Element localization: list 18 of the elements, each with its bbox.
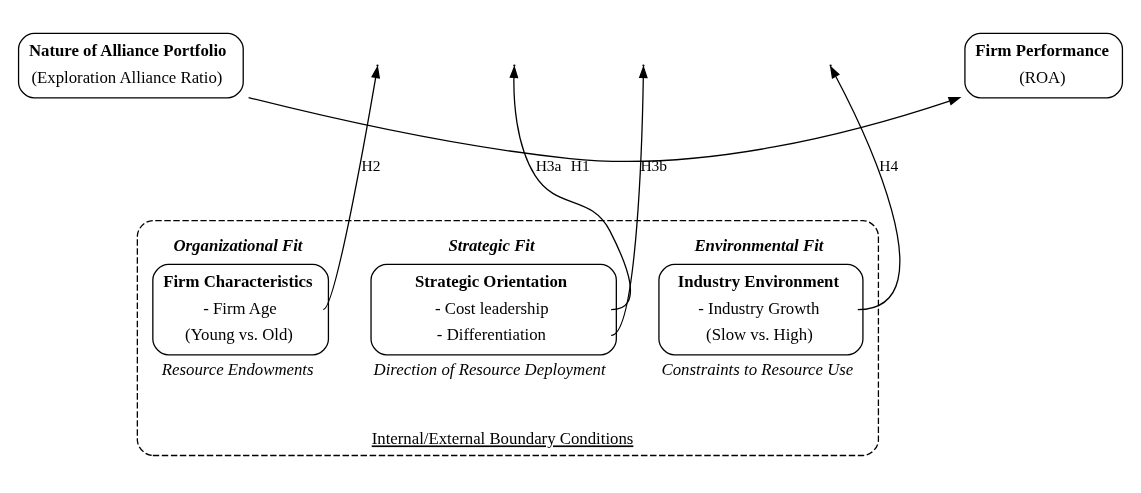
edge-label: H2 <box>361 156 381 174</box>
node-label: Environmental Fit <box>694 235 824 255</box>
edge-label: H3b <box>640 156 668 174</box>
node-box: Strategic Orientation - Cost leadership - Differentiation <box>370 263 617 355</box>
node-label: Constraints to Resource Use <box>661 359 854 379</box>
arrow <box>322 64 381 310</box>
node-label: Direction of Resource Deployment <box>373 359 606 379</box>
node-box: Industry Environment - Industry Growth (Slow vs. High) <box>658 263 864 355</box>
node-box: Firm Characteristics - Firm Age (Young vs. Old) <box>152 263 330 355</box>
edge-label: H1 <box>570 156 590 174</box>
node-box: Firm Performance (ROA) <box>964 32 1124 99</box>
edge-label: H4 <box>879 156 899 174</box>
node-box: Nature of Alliance Portfolio (Exploration Alliance Ratio) <box>17 32 244 99</box>
node-label: Resource Endowments <box>161 359 314 379</box>
edge-label: H3a <box>535 156 562 174</box>
node-label: Strategic Fit <box>448 235 535 255</box>
arrow <box>247 96 962 162</box>
node-label: Organizational Fit <box>173 235 303 255</box>
